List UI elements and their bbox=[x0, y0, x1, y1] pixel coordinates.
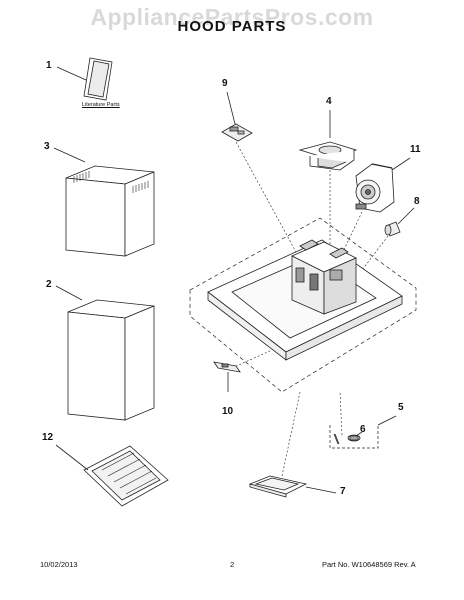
leader-5 bbox=[377, 415, 397, 426]
callout-4: 4 bbox=[326, 96, 332, 107]
part-9-control-board bbox=[221, 123, 253, 142]
leader-7 bbox=[305, 486, 337, 494]
assembly-bracket bbox=[189, 217, 417, 393]
literature-parts-label: Literature Parts bbox=[82, 102, 120, 108]
part-4-damper-housing bbox=[298, 141, 358, 171]
callout-2: 2 bbox=[46, 279, 52, 290]
footer-page-number: 2 bbox=[230, 560, 235, 569]
part-8-lamp bbox=[384, 221, 401, 237]
callout-12: 12 bbox=[42, 432, 54, 443]
footer-part-number: Part No. W10648569 Rev. A bbox=[322, 560, 416, 569]
part-11-blower-motor bbox=[355, 163, 395, 213]
leader-12 bbox=[55, 444, 89, 471]
leader-2 bbox=[55, 285, 83, 301]
callout-9: 9 bbox=[222, 78, 228, 89]
part-6-hardware bbox=[333, 433, 361, 445]
part-1-literature-booklet bbox=[83, 57, 113, 101]
leader-1 bbox=[56, 66, 87, 81]
part-12-grease-filter bbox=[83, 445, 169, 507]
main-hood-canopy bbox=[207, 239, 403, 361]
callout-11: 11 bbox=[410, 144, 421, 155]
leader-11 bbox=[391, 157, 411, 171]
callout-6: 6 bbox=[360, 424, 366, 435]
part-7-charcoal-filter bbox=[248, 475, 308, 498]
part-3-upper-duct-cover bbox=[65, 165, 155, 257]
assembly-dotted-lines bbox=[231, 141, 389, 477]
callout-7: 7 bbox=[340, 486, 346, 497]
page-title: HOOD PARTS bbox=[177, 18, 287, 35]
callout-3: 3 bbox=[44, 141, 50, 152]
callout-5: 5 bbox=[398, 402, 404, 413]
callout-1: 1 bbox=[46, 60, 52, 71]
part-2-lower-duct-cover bbox=[67, 299, 155, 421]
leader-6 bbox=[355, 431, 363, 437]
footer-date: 10/02/2013 bbox=[40, 560, 78, 569]
part-10-switch bbox=[213, 361, 241, 373]
part-5-bracket bbox=[329, 425, 379, 449]
leader-3 bbox=[53, 147, 86, 163]
leader-9 bbox=[226, 91, 236, 125]
callout-10: 10 bbox=[222, 406, 234, 417]
watermark: AppliancePartsPros.com bbox=[90, 4, 374, 30]
callout-8: 8 bbox=[414, 196, 420, 207]
leader-8 bbox=[397, 207, 415, 225]
